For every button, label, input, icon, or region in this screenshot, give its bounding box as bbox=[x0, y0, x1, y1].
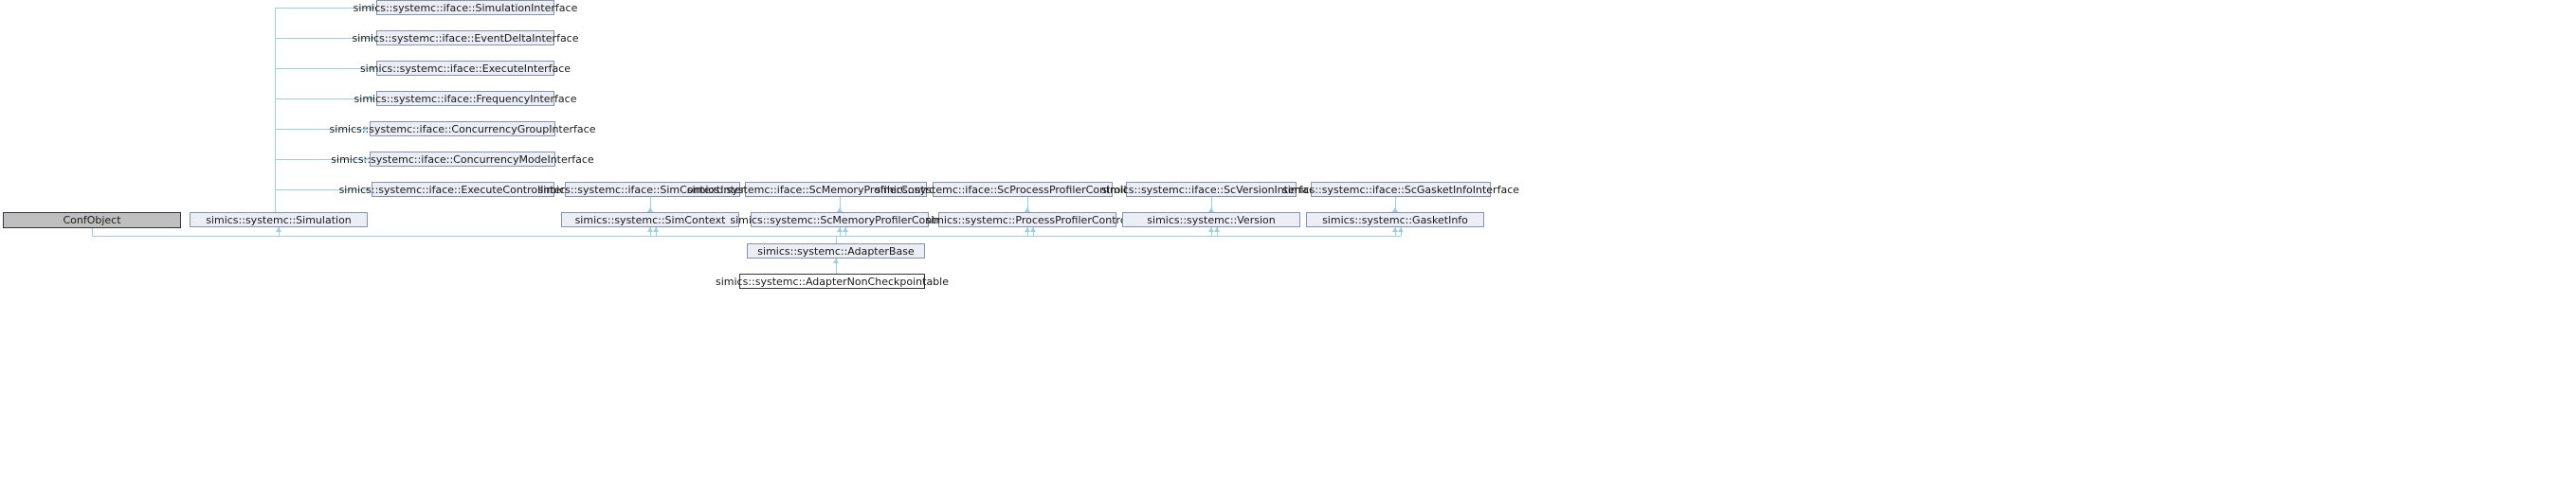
inheritance-arrowhead bbox=[1214, 227, 1220, 232]
inheritance-edge bbox=[275, 38, 372, 39]
class-node-adapter-base[interactable]: simics::systemc::AdapterBase bbox=[747, 243, 925, 259]
inheritance-arrowhead bbox=[1392, 207, 1398, 212]
class-node-label: simics::systemc::Simulation bbox=[206, 213, 352, 226]
class-node-label: simics::systemc::iface::ExecuteControlIn… bbox=[338, 183, 588, 196]
class-node-label: simics::systemc::GasketInfo bbox=[1322, 213, 1468, 226]
inheritance-edge bbox=[92, 228, 93, 236]
class-node-simulation[interactable]: simics::systemc::Simulation bbox=[190, 212, 368, 227]
class-node-label: simics::systemc::iface::ExecuteInterface bbox=[359, 62, 571, 75]
class-node-label: simics::systemc::iface::FrequencyInterfa… bbox=[354, 92, 577, 105]
class-node-gasket-info[interactable]: simics::systemc::GasketInfo bbox=[1306, 212, 1484, 227]
inheritance-edge bbox=[1211, 197, 1212, 212]
class-node-scgasket-info-interface[interactable]: simics::systemc::iface::ScGasketInfoInte… bbox=[1282, 182, 1519, 197]
class-node-sim-context-interface[interactable]: simics::systemc::iface::SimContextInterf… bbox=[538, 182, 767, 197]
class-node-label: simics::systemc::iface::ScProcessProfile… bbox=[875, 183, 1170, 196]
class-node-label: simics::systemc::iface::SimulationInterf… bbox=[353, 1, 578, 14]
inheritance-arrowhead bbox=[371, 65, 375, 71]
class-node-scprocess-profiler-control-interface[interactable]: simics::systemc::iface::ScProcessProfile… bbox=[875, 182, 1170, 197]
class-node-label: simics::systemc::ProcessProfilerControl bbox=[925, 213, 1130, 226]
class-node-label: simics::systemc::iface::SimContextInterf… bbox=[537, 183, 768, 196]
inheritance-arrowhead bbox=[837, 227, 843, 232]
class-node-label: simics::systemc::iface::ConcurrencyModeI… bbox=[331, 152, 594, 166]
class-node-conf-object[interactable]: ConfObject bbox=[3, 212, 181, 228]
class-node-label: simics::systemc::iface::ScVersionInterfa… bbox=[1101, 183, 1321, 196]
inheritance-arrowhead bbox=[1208, 227, 1214, 232]
inheritance-edge bbox=[1027, 197, 1028, 212]
inheritance-edge bbox=[275, 68, 372, 69]
inheritance-edge bbox=[1395, 197, 1396, 212]
inheritance-arrowhead bbox=[371, 35, 375, 41]
inheritance-edge bbox=[275, 98, 372, 99]
class-node-label: simics::systemc::ScMemoryProfilerControl bbox=[730, 213, 950, 226]
inheritance-edge bbox=[275, 189, 367, 190]
class-node-version[interactable]: simics::systemc::Version bbox=[1122, 212, 1300, 227]
inheritance-arrowhead bbox=[276, 227, 281, 232]
class-node-label: simics::systemc::iface::ScMemoryProfiler… bbox=[686, 183, 986, 196]
inheritance-arrowhead bbox=[371, 5, 375, 10]
inheritance-arrowhead bbox=[1398, 227, 1404, 232]
class-node-process-profiler-control[interactable]: simics::systemc::ProcessProfilerControl bbox=[925, 212, 1130, 227]
inheritance-arrowhead bbox=[364, 156, 369, 162]
class-node-label: simics::systemc::iface::ScGasketInfoInte… bbox=[1281, 183, 1520, 196]
class-node-scmemory-profiler-control[interactable]: simics::systemc::ScMemoryProfilerControl bbox=[730, 212, 950, 227]
inheritance-arrowhead bbox=[1392, 227, 1398, 232]
class-node-event-delta-interface[interactable]: simics::systemc::iface::EventDeltaInterf… bbox=[353, 30, 579, 45]
class-node-label: simics::systemc::SimContext bbox=[574, 213, 726, 226]
inheritance-edge bbox=[275, 8, 276, 212]
inheritance-edge bbox=[275, 159, 365, 160]
inheritance-arrowhead bbox=[833, 259, 839, 263]
class-node-label: simics::systemc::iface::ConcurrencyGroup… bbox=[329, 122, 596, 135]
inheritance-edge bbox=[656, 236, 1401, 237]
class-node-sim-context[interactable]: simics::systemc::SimContext bbox=[561, 212, 739, 227]
inheritance-arrowhead bbox=[843, 227, 848, 232]
class-node-execute-interface[interactable]: simics::systemc::iface::ExecuteInterface bbox=[360, 61, 571, 76]
inheritance-arrowhead bbox=[647, 227, 653, 232]
inheritance-edge bbox=[836, 259, 837, 274]
inheritance-edge bbox=[275, 8, 372, 9]
inheritance-arrowhead bbox=[1030, 227, 1036, 232]
class-node-concurrency-group-interface[interactable]: simics::systemc::iface::ConcurrencyGroup… bbox=[330, 121, 595, 136]
inheritance-arrowhead bbox=[366, 187, 371, 192]
class-node-scmemory-profiler-control-interface[interactable]: simics::systemc::iface::ScMemoryProfiler… bbox=[687, 182, 985, 197]
inheritance-arrowhead bbox=[1208, 207, 1214, 212]
class-node-label: simics::systemc::AdapterBase bbox=[757, 244, 915, 258]
class-node-label: simics::systemc::iface::EventDeltaInterf… bbox=[352, 31, 579, 45]
inheritance-arrowhead bbox=[1025, 207, 1030, 212]
inheritance-edge bbox=[275, 129, 365, 130]
class-node-concurrency-mode-interface[interactable]: simics::systemc::iface::ConcurrencyModeI… bbox=[331, 152, 594, 167]
inheritance-arrowhead bbox=[837, 207, 843, 212]
inheritance-arrowhead bbox=[653, 227, 659, 232]
inheritance-edge bbox=[836, 236, 837, 243]
class-node-label: simics::systemc::AdapterNonCheckpointabl… bbox=[716, 275, 949, 288]
class-node-execute-control-interface[interactable]: simics::systemc::iface::ExecuteControlIn… bbox=[339, 182, 587, 197]
inheritance-edge bbox=[840, 197, 841, 212]
class-node-simulation-interface[interactable]: simics::systemc::iface::SimulationInterf… bbox=[354, 0, 577, 15]
inheritance-edge bbox=[650, 197, 651, 212]
class-node-adapter-non-checkpointable[interactable]: simics::systemc::AdapterNonCheckpointabl… bbox=[716, 274, 949, 289]
inheritance-arrowhead bbox=[1025, 227, 1030, 232]
class-node-label: ConfObject bbox=[63, 214, 121, 226]
inheritance-arrowhead bbox=[371, 96, 375, 101]
inheritance-arrowhead bbox=[647, 207, 653, 212]
inheritance-arrowhead bbox=[364, 126, 369, 132]
class-node-scversion-interface[interactable]: simics::systemc::iface::ScVersionInterfa… bbox=[1101, 182, 1321, 197]
class-node-label: simics::systemc::Version bbox=[1147, 213, 1276, 226]
class-node-frequency-interface[interactable]: simics::systemc::iface::FrequencyInterfa… bbox=[354, 91, 576, 106]
